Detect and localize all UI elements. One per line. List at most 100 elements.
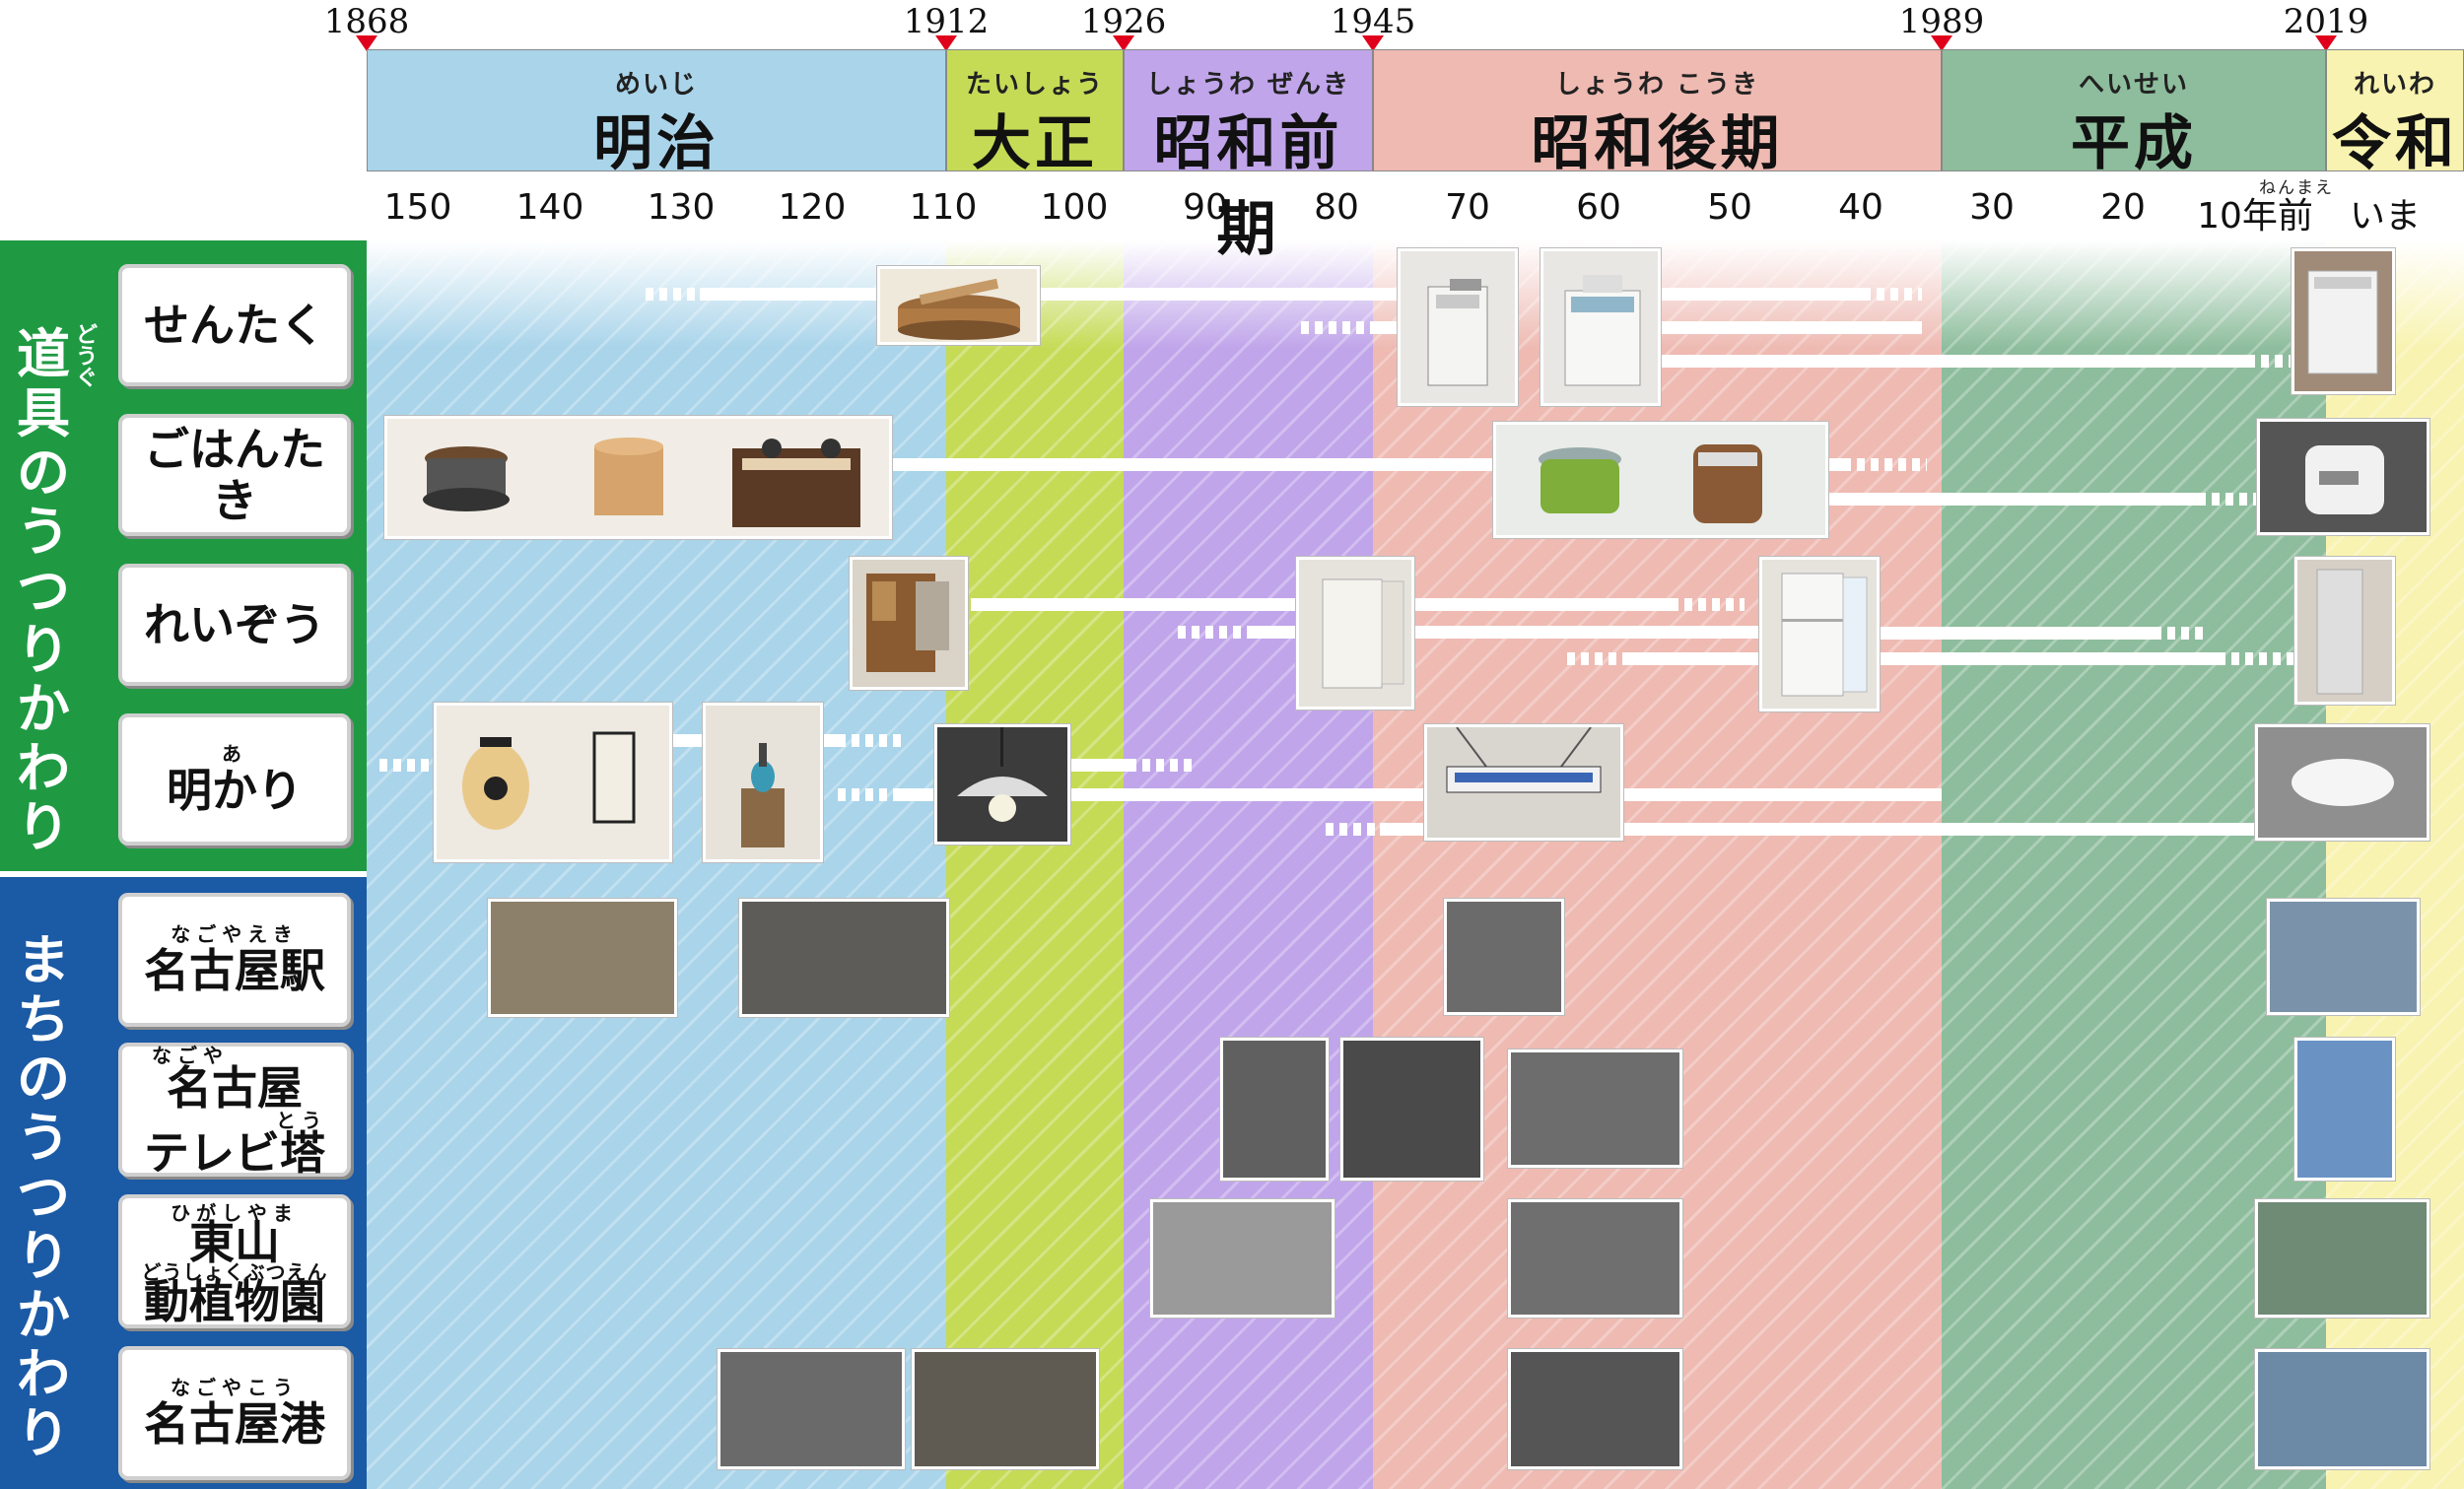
photo-port-showa <box>1508 1349 1682 1469</box>
line-dotted <box>1326 823 1380 836</box>
photo-tv-tower-2 <box>1340 1038 1483 1181</box>
photo-ceiling-light <box>2255 724 2430 841</box>
photo-station-old-2 <box>739 899 949 1017</box>
line-dotted <box>2208 823 2257 836</box>
photo-oil-lamp <box>703 703 823 862</box>
washtub-icon <box>898 278 1020 340</box>
row-akari[interactable]: あ 明かり <box>118 713 351 846</box>
pot-icon <box>423 438 860 527</box>
photo-refrigerator-2 <box>1759 557 1880 711</box>
tools-group-ruby: どうぐ <box>75 323 98 391</box>
line-dotted <box>838 734 907 747</box>
era-showa-early: しょうわ ぜんき 昭和前期 <box>1124 49 1373 264</box>
line-solid <box>1035 288 1400 301</box>
tick-label: 110 <box>909 187 978 228</box>
line-dotted <box>1671 598 1745 611</box>
photo-washtub <box>877 266 1040 345</box>
line-dotted <box>1129 759 1198 772</box>
era-ruby: れいわ <box>2353 70 2436 100</box>
line-solid <box>1656 321 1922 334</box>
light-bulb-icon <box>957 727 1048 822</box>
row-ruby: なごやこう <box>171 1376 299 1399</box>
tick-label: 50 <box>1707 187 1752 228</box>
row-label: れいぞう <box>144 598 325 651</box>
refrigerator-icon <box>1322 578 1404 689</box>
row-label: 名古屋 <box>167 1061 303 1115</box>
era-name: 令和 <box>2332 109 2458 178</box>
tick-ruby: ねんまえ <box>2259 178 2334 198</box>
year-1912: 1912 <box>903 2 990 41</box>
photo-zoo-now <box>2255 1199 2430 1318</box>
line-solid <box>1656 355 2247 368</box>
photo-washing-machine-now <box>2292 248 2395 394</box>
line-dotted <box>2218 652 2296 665</box>
row-nagoya-port[interactable]: なごやこう 名古屋港 <box>118 1346 351 1480</box>
line-solid <box>1069 759 1129 772</box>
row-label: 動植物園 <box>144 1275 325 1328</box>
photo-station-old-1 <box>488 899 677 1017</box>
photo-zoo-1 <box>1150 1199 1335 1318</box>
row-gohantaki[interactable]: ごはんたき <box>118 414 351 536</box>
tick-label: いま <box>2349 196 2422 237</box>
tick-label: 70 <box>1445 187 1490 228</box>
era-name: 昭和後期 <box>1531 109 1784 178</box>
line-solid <box>971 598 1296 611</box>
row-ruby: とう <box>276 1109 327 1132</box>
row-label: 東山 <box>189 1216 280 1269</box>
tick-label: 80 <box>1314 187 1359 228</box>
rice-cooker-icon <box>2305 445 2384 514</box>
era-name: 昭和前期 <box>1153 109 1343 264</box>
line-dotted <box>1567 652 1626 665</box>
photo-refrigerator-1 <box>1296 557 1414 710</box>
row-tv-tower[interactable]: なごや 名古屋 とう テレビ塔 <box>118 1043 351 1177</box>
row-reizou[interactable]: れいぞう <box>118 564 351 686</box>
fluorescent-lamp-icon <box>1446 726 1602 793</box>
row-higashiyama-zoo[interactable]: ひがしやま 東山 どうしょくぶつえん 動植物園 <box>118 1194 351 1328</box>
photo-fluorescent-lamp <box>1424 724 1623 841</box>
photo-port-now <box>2255 1349 2430 1469</box>
line-dotted <box>379 759 429 772</box>
washing-machine-icon <box>2307 270 2378 374</box>
photo-icebox <box>850 557 968 690</box>
era-name: 明治 <box>593 109 719 178</box>
era-ruby: へいせい <box>2078 70 2189 100</box>
photo-port-old-2 <box>912 1349 1099 1469</box>
era-name: 大正 <box>972 109 1098 178</box>
line-solid <box>1414 626 1764 639</box>
year-1945: 1945 <box>1330 2 1416 41</box>
line-solid <box>1823 458 1843 471</box>
period-band <box>946 240 1124 1489</box>
line-dotted <box>838 788 897 801</box>
row-label: 明かり <box>167 764 303 817</box>
row-label: せんたく <box>144 299 325 352</box>
line-solid <box>1621 823 2252 836</box>
lantern-icon <box>462 731 636 830</box>
row-ruby: どうしょくぶつえん <box>141 1260 328 1284</box>
year-1926: 1926 <box>1080 2 1167 41</box>
refrigerator-icon <box>2316 569 2363 695</box>
line-dotted <box>1863 288 1922 301</box>
line-solid <box>1823 493 2198 506</box>
era-ruby: しょうわ こうき <box>1554 70 1760 100</box>
row-sentaku[interactable]: せんたく <box>118 264 351 386</box>
photo-rice-cookers-old <box>384 416 892 539</box>
line-solid <box>1252 626 1301 639</box>
tick-label: 30 <box>1969 187 2015 228</box>
tick-label: 130 <box>647 187 716 228</box>
marker-triangle <box>1362 35 1384 51</box>
line-dotted <box>646 288 700 301</box>
line-dotted <box>1301 321 1370 334</box>
photo-station-now <box>2267 899 2420 1015</box>
tick-label: 10年前 <box>2197 196 2313 237</box>
ceiling-light-icon <box>2292 759 2394 806</box>
line-solid <box>897 788 936 801</box>
row-label: 名古屋港 <box>144 1397 325 1451</box>
line-solid <box>1878 627 2154 640</box>
marker-triangle <box>1931 35 1952 51</box>
row-ruby: あ <box>222 742 247 766</box>
photo-port-old-1 <box>718 1349 905 1469</box>
row-nagoya-station[interactable]: なごやえき 名古屋駅 <box>118 893 351 1027</box>
year-1868: 1868 <box>323 2 410 41</box>
marker-triangle <box>2315 35 2337 51</box>
tick-label: 20 <box>2100 187 2146 228</box>
